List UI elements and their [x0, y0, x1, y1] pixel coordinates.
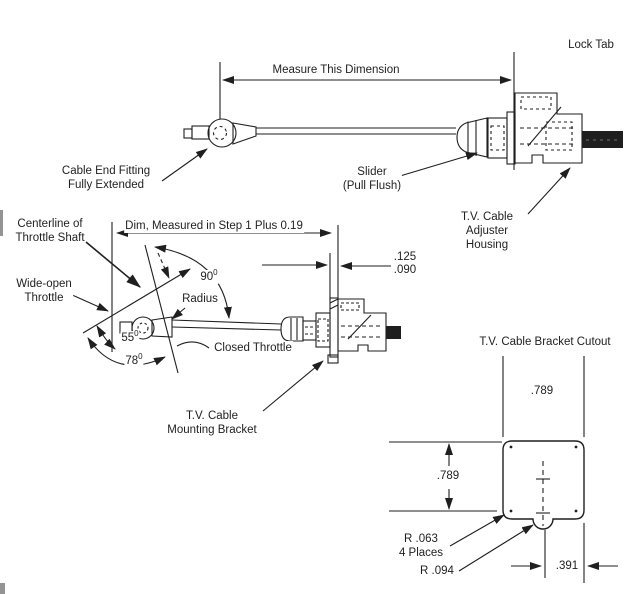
radius-arrow	[171, 307, 186, 320]
notch-radius-arrow	[458, 524, 534, 572]
adjuster-housing-drawing	[514, 92, 623, 164]
side-cable-bottom-line	[171, 326, 282, 331]
angle-55-label: 550	[120, 329, 140, 345]
gap-dimension-label: .125 .090	[392, 251, 418, 276]
dim-step1-label: Dim, Measured in Step 1 Plus 0.19	[124, 219, 304, 233]
scan-artifact-left	[0, 210, 3, 236]
slider-drawing	[487, 111, 516, 165]
cable-ferrule-drawing	[456, 117, 488, 158]
wide-open-arrow	[69, 293, 109, 312]
corner-radius-label: R .063 4 Places	[397, 532, 445, 560]
slider-arrow	[399, 152, 478, 177]
radius-dash-line	[157, 252, 170, 279]
lock-tab-label: Lock Tab	[567, 38, 615, 52]
cutout-corner-marks	[509, 445, 578, 513]
mounting-bracket-arrow	[262, 360, 324, 412]
cutout-height-dim: .789	[435, 469, 461, 483]
gap-dimension-arrows	[262, 261, 391, 270]
cable-end-fitting-arrow	[161, 148, 208, 182]
cutout-title: T.V. Cable Bracket Cutout	[478, 335, 612, 349]
offset-dim-label: .391	[554, 559, 580, 573]
side-view-drawing	[69, 222, 401, 412]
closed-throttle-label: Closed Throttle	[213, 341, 293, 355]
centerline-label: Centerline of Throttle Shaft	[14, 217, 86, 245]
mounting-bracket-label: T.V. Cable Mounting Bracket	[166, 409, 258, 437]
angle-55-arc	[96, 325, 116, 350]
cutout-drawing	[389, 356, 618, 583]
angle-90-label: 900	[199, 268, 219, 284]
side-cable-top-line	[171, 319, 282, 325]
wide-open-line	[82, 268, 191, 334]
measure-dimension-label: Measure This Dimension	[271, 63, 401, 77]
radius-label: Radius	[181, 292, 219, 306]
adjuster-housing-label: T.V. Cable Adjuster Housing	[460, 210, 514, 252]
side-assembly-drawing	[280, 297, 401, 364]
closed-throttle-leader	[176, 341, 210, 349]
centerline-arrow	[85, 241, 141, 288]
angle-78-label: 780	[124, 352, 144, 368]
scan-artifact-bottom	[0, 583, 5, 594]
cutout-outline	[502, 440, 585, 530]
notch-radius-label: R .094	[419, 564, 455, 578]
slider-label: Slider (Pull Flush)	[341, 165, 403, 193]
cable-end-fitting-label: Cable End Fitting Fully Extended	[60, 164, 152, 192]
adjuster-housing-arrow	[527, 167, 571, 215]
top-assembly-drawing	[161, 52, 623, 215]
closed-throttle-line	[144, 244, 179, 374]
cutout-width-dim: .789	[529, 384, 555, 398]
cable-end-fitting-drawing	[183, 118, 257, 148]
wide-open-throttle-label: Wide-open Throttle	[15, 277, 73, 305]
corner-radius-arrow	[449, 514, 505, 547]
